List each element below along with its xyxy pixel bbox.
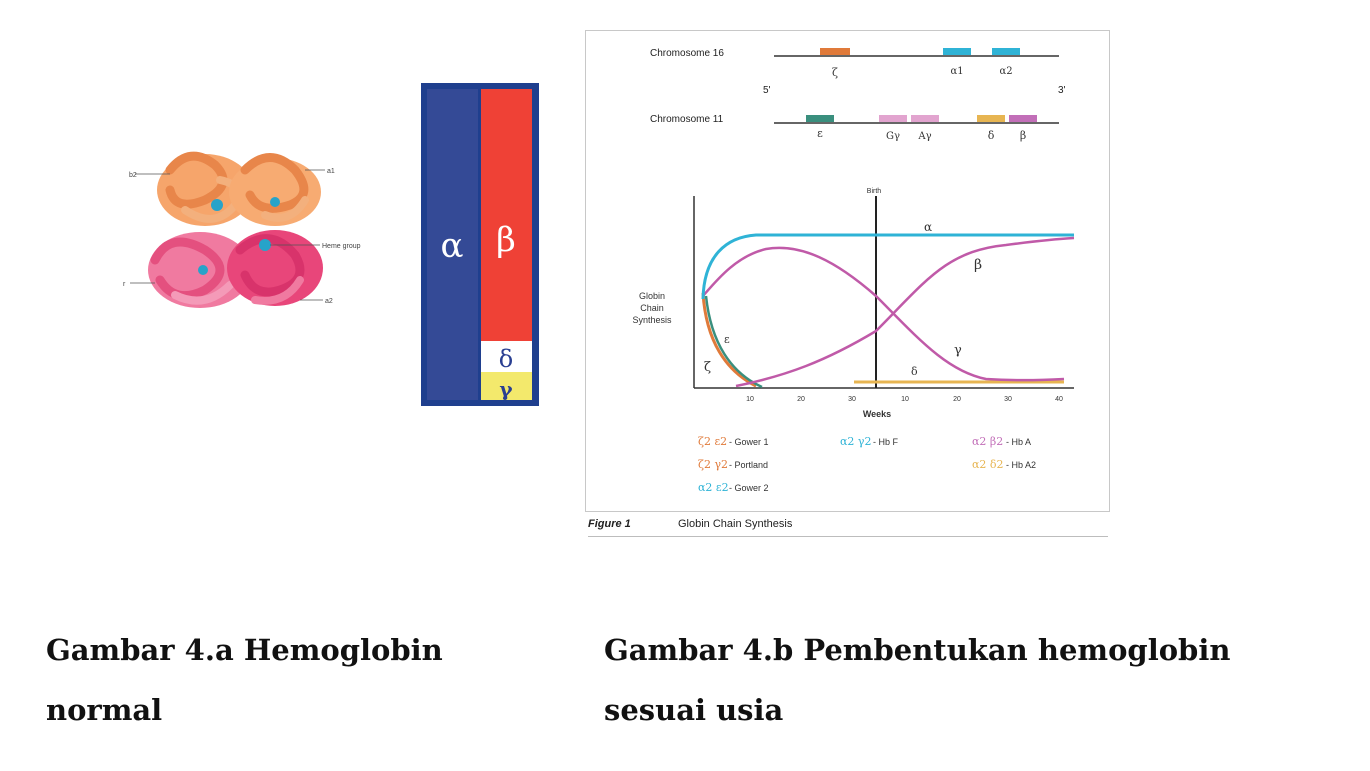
zeta-curve (701, 292, 757, 388)
chromosome16-label: Chromosome 16 (650, 48, 724, 59)
beta-curve-label: β (974, 257, 982, 273)
delta-block (481, 341, 532, 372)
legend-hba-name: - Hb A (1006, 437, 1031, 447)
label-a2: a2 (325, 298, 333, 305)
zeta-curve-label: ζ (704, 360, 711, 375)
legend-hba2-name: - Hb A2 (1006, 460, 1036, 470)
caption-gambar-4b: Gambar 4.b Pembentukan hemoglobin sesuai… (604, 620, 1324, 740)
delta-label: δ (499, 345, 513, 373)
legend-hba-chains: α2 β2 (972, 435, 1003, 448)
x-tick: 30 (1004, 396, 1012, 403)
gene-zeta-label: ζ (832, 66, 838, 79)
caption-left-line2: normal (46, 693, 163, 727)
label-a1: a1 (327, 168, 335, 175)
end-3-label: 3' (1058, 85, 1066, 96)
caption-left-line1: Gambar 4.a Hemoglobin (46, 633, 443, 667)
globin-figure-panel: Chromosome 16 ζ α1 α2 5' 3' Chromosome 1… (585, 30, 1110, 512)
gene-delta-label: δ (988, 129, 995, 142)
gene-zeta (820, 48, 850, 55)
gene-g-gamma-label: Gγ (886, 131, 900, 142)
figure-caption-text: Globin Chain Synthesis (678, 518, 793, 530)
figure-caption-label: Figure 1 (588, 518, 631, 530)
y-axis-label-line2: Chain (640, 303, 664, 313)
caption-gambar-4a: Gambar 4.a Hemoglobin normal (46, 620, 506, 740)
legend-portland-name: - Portland (729, 460, 768, 470)
gene-delta (977, 115, 1005, 122)
legend-gower1-chains: ζ2 ε2 (698, 435, 727, 448)
gene-alpha1-label: α1 (950, 66, 963, 77)
globin-chain-bar-diagram: α β δ γ (421, 83, 539, 406)
label-heme: Heme group (322, 243, 361, 250)
heme-group-dot (198, 265, 208, 275)
gamma-block (481, 372, 532, 400)
hemoglobin-illustration: b2 a1 Heme group r a2 (115, 140, 365, 325)
gene-alpha2-label: α2 (999, 66, 1012, 77)
gene-alpha2 (992, 48, 1020, 55)
y-axis-label-line3: Synthesis (632, 315, 672, 325)
x-tick: 20 (953, 396, 961, 403)
gene-epsilon (806, 115, 834, 122)
heme-group-dot (270, 197, 280, 207)
legend-hba2-chains: α2 δ2 (972, 458, 1004, 471)
gamma-label: γ (499, 377, 513, 401)
legend-hbf-chains: α2 γ2 (840, 435, 872, 448)
birth-label: Birth (867, 188, 882, 195)
caption-right-line2: sesuai usia (604, 693, 784, 727)
figure-caption: Figure 1 Globin Chain Synthesis (588, 512, 1108, 537)
alpha-curve (701, 233, 1074, 300)
gene-beta (1009, 115, 1037, 122)
caption-right-line1: Gambar 4.b Pembentukan hemoglobin (604, 633, 1231, 667)
alpha-curve-label: α (924, 220, 932, 234)
label-gamma: r (123, 281, 126, 288)
legend-portland-chains: ζ2 γ2 (698, 458, 728, 471)
alpha2-subunit-right (227, 230, 323, 306)
gene-beta-label: β (1020, 129, 1026, 142)
x-axis-label: Weeks (863, 409, 891, 419)
legend-gower2-chains: α2 ε2 (698, 481, 729, 494)
delta-curve-label: δ (911, 365, 918, 378)
gene-epsilon-label: ε (817, 127, 823, 140)
legend-hbf-name: - Hb F (873, 437, 899, 447)
gene-g-gamma (879, 115, 907, 122)
x-tick: 10 (901, 396, 909, 403)
x-tick: 20 (797, 396, 805, 403)
legend: ζ2 ε2 - Gower 1 ζ2 γ2 - Portland α2 ε2 -… (698, 435, 1036, 494)
heme-group-dot (211, 199, 223, 211)
gene-a-gamma-label: Aγ (917, 131, 931, 142)
y-axis-label-line1: Globin (639, 291, 665, 301)
x-tick: 40 (1055, 396, 1063, 403)
beta-block (481, 89, 532, 341)
beta-curve (735, 236, 1075, 388)
end-5-label: 5' (763, 85, 771, 96)
beta-label: β (496, 220, 516, 260)
legend-gower2-name: - Gower 2 (729, 483, 769, 493)
gamma-curve-label: γ (954, 343, 962, 358)
epsilon-curve-label: ε (724, 333, 730, 346)
legend-gower1-name: - Gower 1 (729, 437, 769, 447)
alpha-label: α (441, 226, 464, 266)
gene-a-gamma (911, 115, 939, 122)
alpha-subunit-right (229, 153, 321, 226)
label-b2: b2 (129, 172, 137, 179)
gene-alpha1 (943, 48, 971, 55)
heme-group-dot (259, 239, 271, 251)
chromosome11-label: Chromosome 11 (650, 114, 724, 125)
x-ticks: 10 20 30 10 20 30 40 (746, 396, 1063, 403)
x-tick: 10 (746, 396, 754, 403)
x-tick: 30 (848, 396, 856, 403)
alpha-block (427, 89, 478, 400)
gamma-curve (702, 246, 1065, 382)
